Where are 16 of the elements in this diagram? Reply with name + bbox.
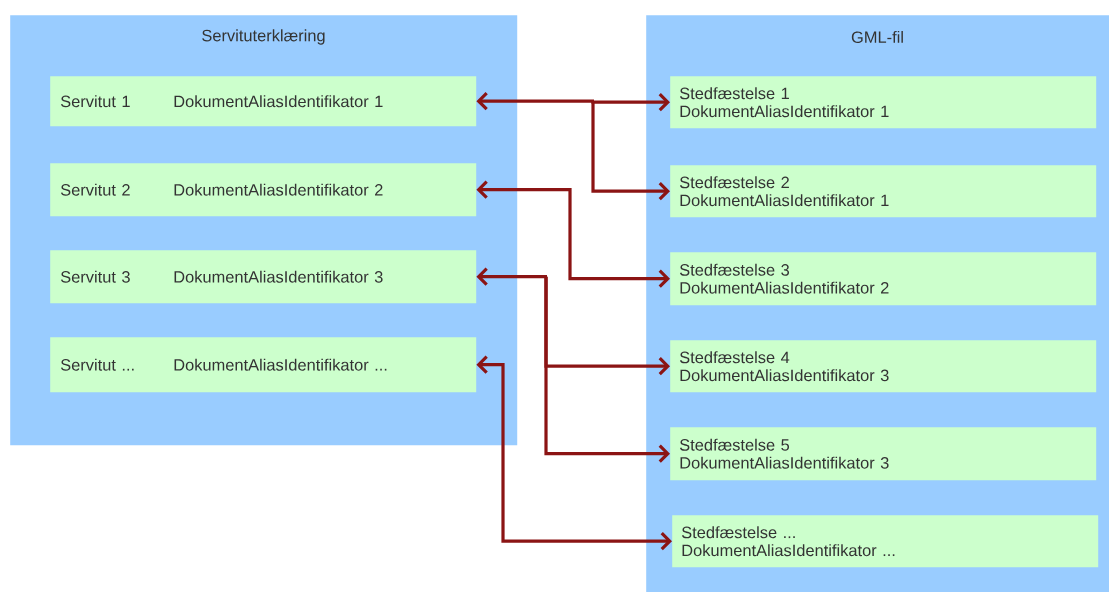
record-box: Stedfæstelse 2 DokumentAliasIdentifikator 1	[670, 165, 1097, 218]
record-box: Stedfæstelse 5 DokumentAliasIdentifikator 3	[670, 427, 1097, 481]
arrow	[476, 92, 594, 111]
arrow	[591, 101, 670, 201]
record-box: Stedfæstelse 1 DokumentAliasIdentifikator 1	[670, 76, 1097, 129]
record-box: Servitut 1 DokumentAliasIdentifikator 1	[50, 76, 477, 127]
record-box: Stedfæstelse 3 DokumentAliasIdentifikator 2	[670, 252, 1097, 306]
arrow	[476, 267, 547, 286]
record-box: Servitut 3 DokumentAliasIdentifikator 3	[50, 250, 477, 304]
record-box: Stedfæstelse 4 DokumentAliasIdentifikator 3	[670, 340, 1097, 393]
record-box: Servitut ... DokumentAliasIdentifikator ...	[50, 337, 477, 393]
arrow	[544, 276, 670, 463]
record-box: Stedfæstelse ... DokumentAliasIdentifikator ...	[672, 515, 1099, 568]
record-box: Servitut 2 DokumentAliasIdentifikator 2	[50, 163, 477, 217]
arrow	[476, 355, 672, 551]
arrow	[476, 180, 670, 288]
